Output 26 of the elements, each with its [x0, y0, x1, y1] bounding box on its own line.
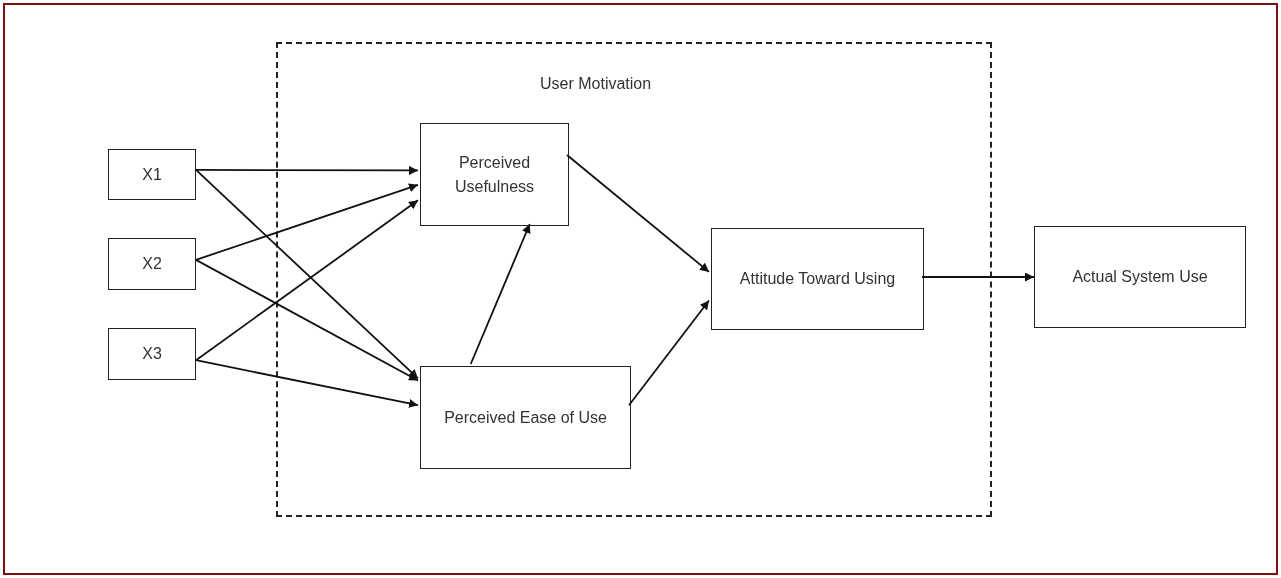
process-box: [108, 238, 196, 290]
arrow: [921, 272, 1035, 282]
arrow: [195, 169, 419, 380]
box-label: Attitude Toward Using: [739, 269, 896, 289]
box-label: Actual System Use: [1072, 267, 1208, 287]
box-label: X1: [142, 164, 162, 185]
dashed-group-box: [276, 42, 992, 517]
arrow: [195, 165, 419, 175]
arrow: [628, 299, 710, 407]
arrow: [566, 154, 710, 273]
arrow: [195, 183, 419, 261]
box-label: X3: [142, 344, 162, 364]
box-label: Perceived Ease of Use: [444, 407, 607, 428]
process-box: [1034, 226, 1246, 328]
arrow: [195, 199, 419, 362]
process-box: [711, 228, 924, 330]
arrow: [195, 359, 419, 408]
process-box: [420, 123, 569, 226]
arrow: [195, 258, 419, 382]
group-label: User Motivation: [540, 74, 652, 94]
box-label: Perceived Usefulness: [453, 152, 536, 197]
process-box: [108, 149, 196, 200]
arrow: [469, 223, 531, 365]
process-box: [420, 366, 631, 469]
process-box: [108, 328, 196, 380]
box-label: X2: [142, 254, 162, 274]
